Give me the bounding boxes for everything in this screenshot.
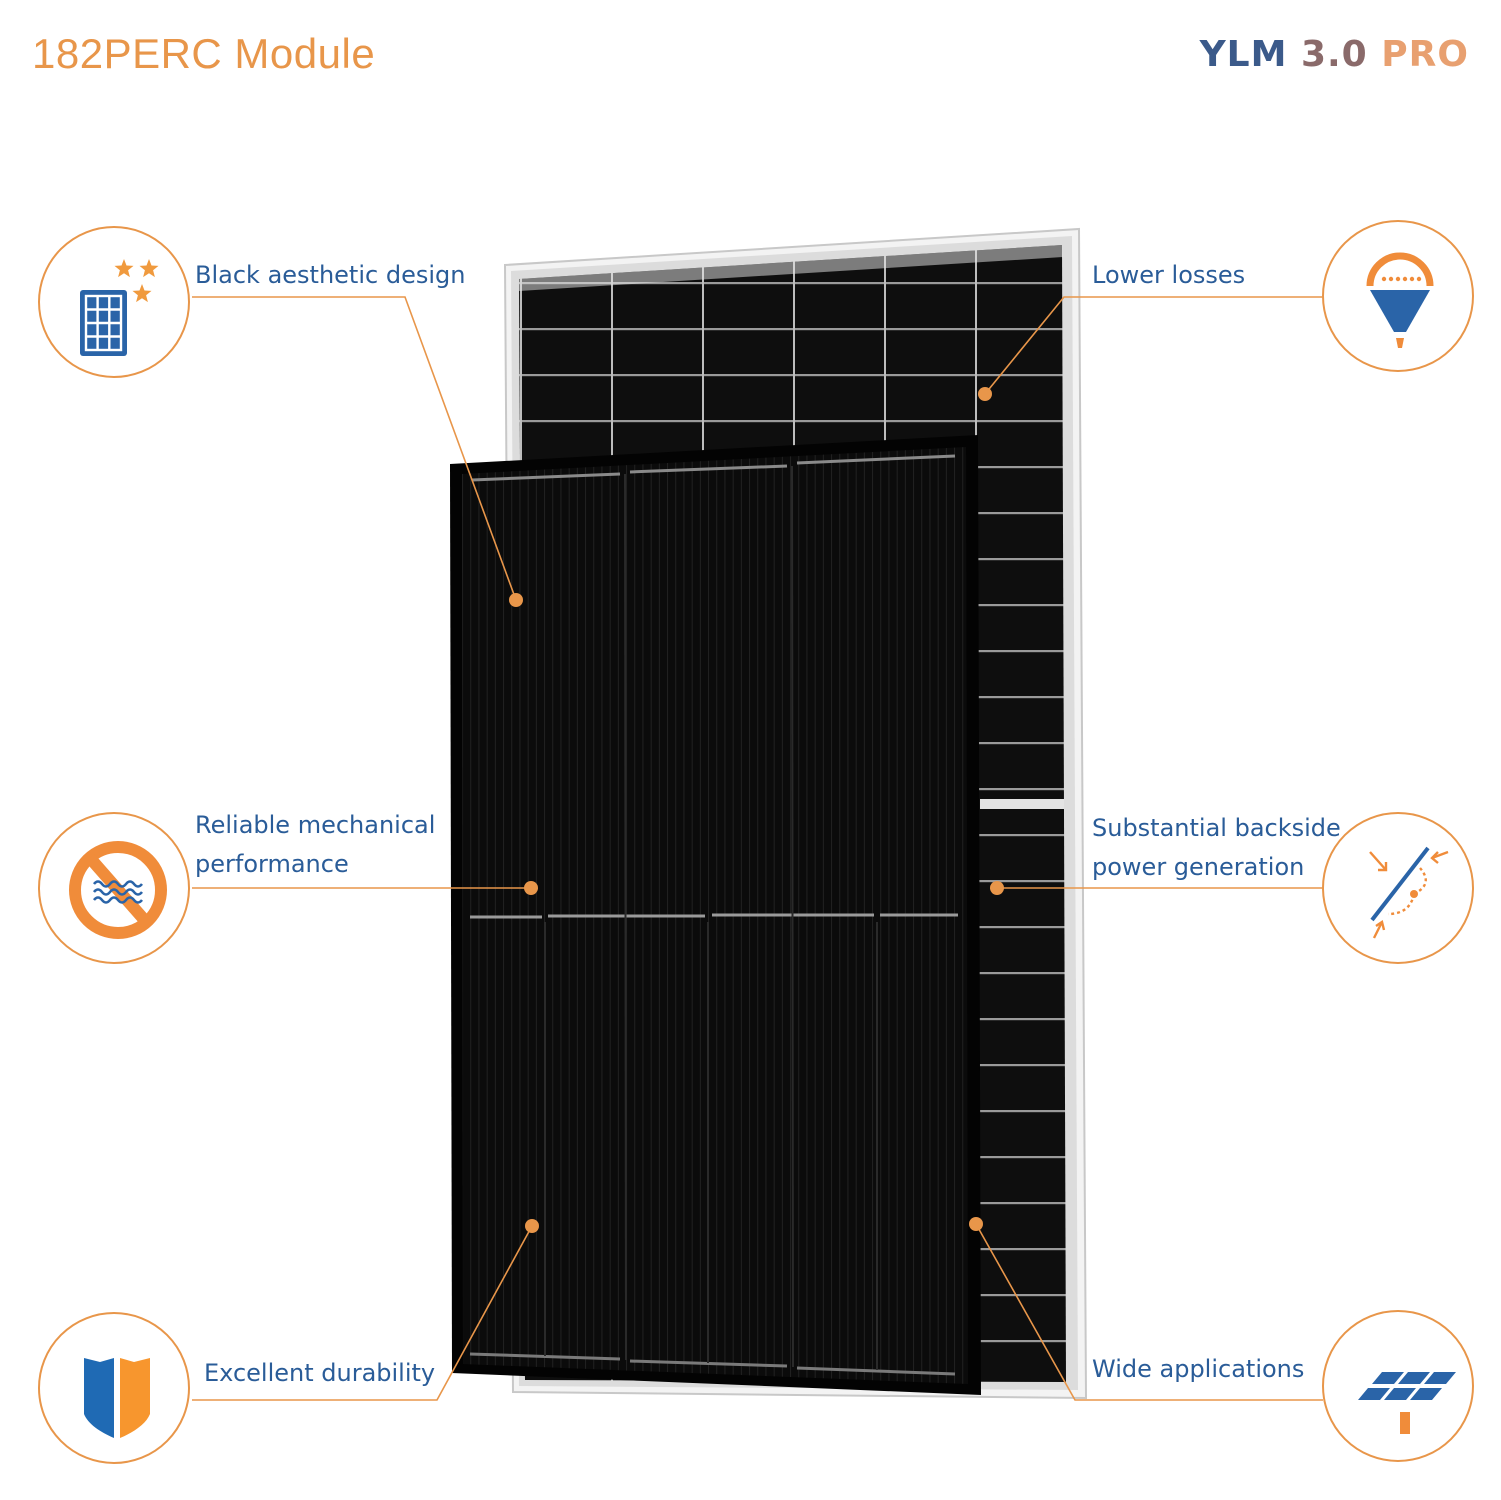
shield-icon <box>84 1358 150 1438</box>
circle-mechanical <box>38 812 190 964</box>
dot-black-aesthetic <box>509 593 523 607</box>
brand-part-ylm: YLM <box>1199 34 1288 75</box>
dot-backside <box>990 881 1004 895</box>
brand-part-pro: PRO <box>1381 34 1469 75</box>
dot-durability <box>525 1219 539 1233</box>
bifacial-light-icon <box>1369 846 1449 939</box>
label-wide-applications: Wide applications <box>1092 1355 1305 1383</box>
circle-lower-losses <box>1322 220 1474 372</box>
circle-black-aesthetic <box>38 226 190 378</box>
page-title: 182PERC Module <box>32 30 376 77</box>
dot-mechanical <box>524 881 538 895</box>
solar-array-icon <box>1358 1372 1456 1434</box>
funnel-icon <box>1366 252 1434 348</box>
dot-lower-losses <box>978 387 992 401</box>
circle-durability <box>38 1312 190 1464</box>
circle-wide-applications <box>1322 1310 1474 1462</box>
brand-part-version: 3.0 <box>1300 34 1368 75</box>
label-backside-line2: power generation <box>1092 853 1305 881</box>
front-module <box>450 435 981 1395</box>
dot-wide-applications <box>969 1217 983 1231</box>
circle-backside <box>1322 812 1474 964</box>
label-mechanical-line1: Reliable mechanical <box>195 811 436 839</box>
solar-panel-stars-icon <box>80 259 159 356</box>
label-durability: Excellent durability <box>204 1359 436 1387</box>
label-backside-line1: Substantial backside <box>1092 814 1341 842</box>
label-lower-losses: Lower losses <box>1092 261 1246 289</box>
label-black-aesthetic: Black aesthetic design <box>195 261 466 289</box>
label-mechanical-line2: performance <box>195 850 349 878</box>
brand-logo: YLM 3.0 PRO <box>1200 34 1469 75</box>
no-water-icon <box>69 841 167 939</box>
